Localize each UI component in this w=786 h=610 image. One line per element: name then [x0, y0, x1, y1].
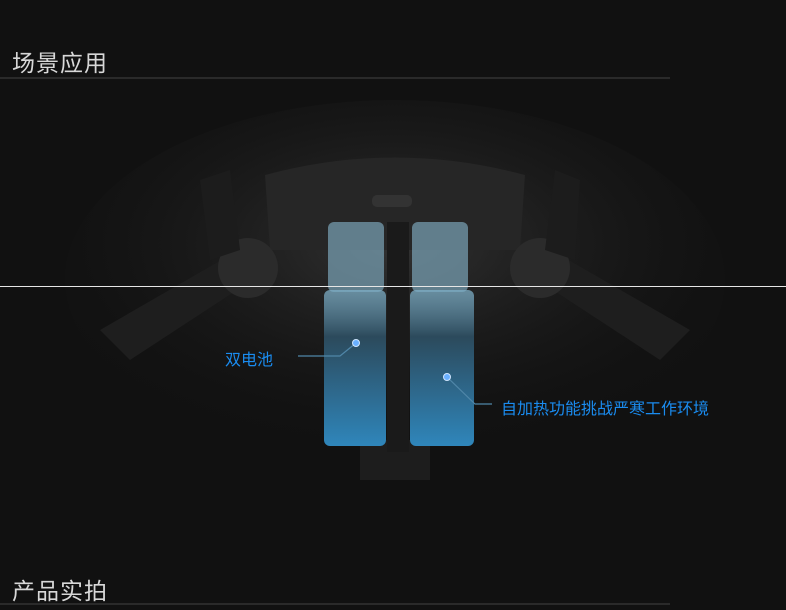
section-divider	[0, 603, 670, 605]
section-divider	[0, 77, 670, 79]
callout-self-heating: 自加热功能挑战严寒工作环境	[501, 399, 710, 418]
divider-line	[0, 286, 786, 287]
callout-dual-battery: 双电池	[225, 350, 274, 369]
battery-right	[410, 222, 474, 446]
section-title-product-photos: 产品实拍	[12, 579, 108, 605]
battery-left	[324, 222, 386, 446]
section-title-scenario: 场景应用	[12, 51, 108, 77]
callout-line-left	[298, 339, 360, 357]
callout-line-right	[443, 373, 492, 405]
